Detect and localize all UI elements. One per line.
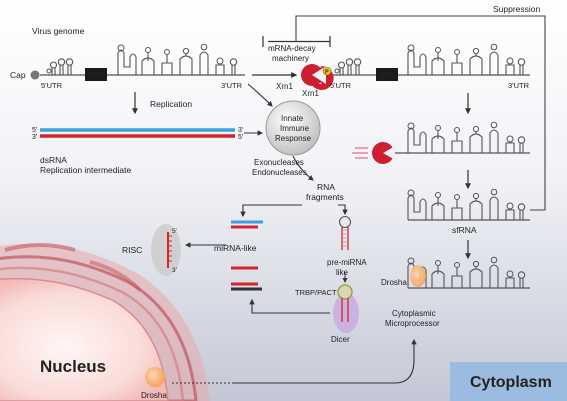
risc-3-label: 3' xyxy=(172,267,177,274)
mrna-decay-inhibit-bar xyxy=(262,36,331,47)
premirna-hairpin xyxy=(338,215,352,250)
cytoplasmic-label-2: Microprocessor xyxy=(385,319,440,328)
trbp-pact-shape xyxy=(337,284,353,300)
ds-3-top: 3' xyxy=(238,127,243,134)
nucleus-region xyxy=(0,243,210,401)
utr5-left-label: 5'UTR xyxy=(41,81,63,90)
dicer-to-mirna-arrow xyxy=(249,298,330,314)
dicer-shape xyxy=(333,293,359,333)
risc-strand-ticks xyxy=(168,235,172,262)
sfrna-label: sfRNA xyxy=(452,225,477,235)
premirna-label-2: like xyxy=(336,268,349,277)
p-marker-label: P xyxy=(325,70,329,76)
orf-right-box xyxy=(376,68,398,81)
mrna-decay-label-1: mRNA-decay xyxy=(268,44,316,53)
dicer-label: Dicer xyxy=(331,335,350,344)
p-marker-icon xyxy=(322,66,332,76)
nucleus-label: Nucleus xyxy=(40,357,106,376)
innate-immune-circle xyxy=(265,100,321,156)
cytoplasm-label: Cytoplasm xyxy=(470,374,552,391)
cap-icon xyxy=(30,70,40,80)
xrn1-mouth xyxy=(312,66,326,84)
suppression-line xyxy=(295,15,546,211)
exonucleases-label: Exonucleases xyxy=(254,158,304,167)
risc-shape xyxy=(151,224,181,276)
dicer-substrate xyxy=(341,298,349,322)
fragments-to-premirna-arrow xyxy=(338,204,348,216)
dsrna-strands xyxy=(40,128,235,138)
drosha-export-arrow xyxy=(232,338,417,384)
utr3-right-label: 3'UTR xyxy=(508,81,530,90)
genome-to-innate-arrow xyxy=(247,83,273,107)
ds-3-bottom: 3' xyxy=(32,134,37,141)
xrn1-arrow-label: Xrn1 xyxy=(276,82,293,91)
utr5-right-label: 5'UTR xyxy=(330,81,352,90)
ds-5-bottom: 5' xyxy=(238,134,243,141)
ds-5-top: 5' xyxy=(32,127,37,134)
rna-fragments-label-1: RNA xyxy=(317,182,335,192)
sfrna-structure xyxy=(407,188,530,221)
suppression-label: Suppression xyxy=(493,4,541,14)
orf-left-label: ORF xyxy=(88,71,105,80)
mirna-like-label: miRNA-like xyxy=(214,243,257,253)
orf-right-label: ORF xyxy=(379,71,396,80)
drosha-nucleus-label: Drosha xyxy=(141,391,167,400)
orf-left-box xyxy=(85,68,107,81)
risc-label: RISC xyxy=(122,245,142,255)
cytoplasm-box xyxy=(450,362,567,401)
replication-intermediate-label: Replication intermediate xyxy=(40,165,131,175)
risc-5-label: 5' xyxy=(172,228,177,235)
mrna-decay-label-2: machinery xyxy=(272,54,309,63)
innate-label-2: Immune xyxy=(280,124,309,133)
dsrna-label: dsRNA xyxy=(40,155,67,165)
replication-label: Replication xyxy=(150,99,192,109)
drosha-nucleus-shape xyxy=(145,367,165,387)
innate-label-1: Innate xyxy=(281,114,304,123)
cap-label: Cap xyxy=(10,70,26,80)
utr3-left-label: 3'UTR xyxy=(221,81,243,90)
drosha-cyto-label: Drosha xyxy=(381,278,407,287)
virus-genome-label: Virus genome xyxy=(32,26,85,36)
rna-fragments-label-2: fragments xyxy=(306,192,344,202)
endonucleases-label: Endonucleases xyxy=(252,168,307,177)
xrn1-degradation-structure xyxy=(352,121,530,164)
premirna-label-1: pre-miRNA xyxy=(327,258,367,267)
xrn1-pac-label: Xrn1 xyxy=(302,89,319,98)
cytoplasmic-label-1: Cytoplasmic xyxy=(392,309,436,318)
sfrna-drosha-structure xyxy=(407,256,530,289)
fragments-to-mirna-arrow xyxy=(240,204,302,218)
innate-label-3: Response xyxy=(275,134,312,143)
innate-to-fragments-arrow xyxy=(292,155,314,181)
trbp-pact-label: TRBP/PACT xyxy=(295,288,337,297)
